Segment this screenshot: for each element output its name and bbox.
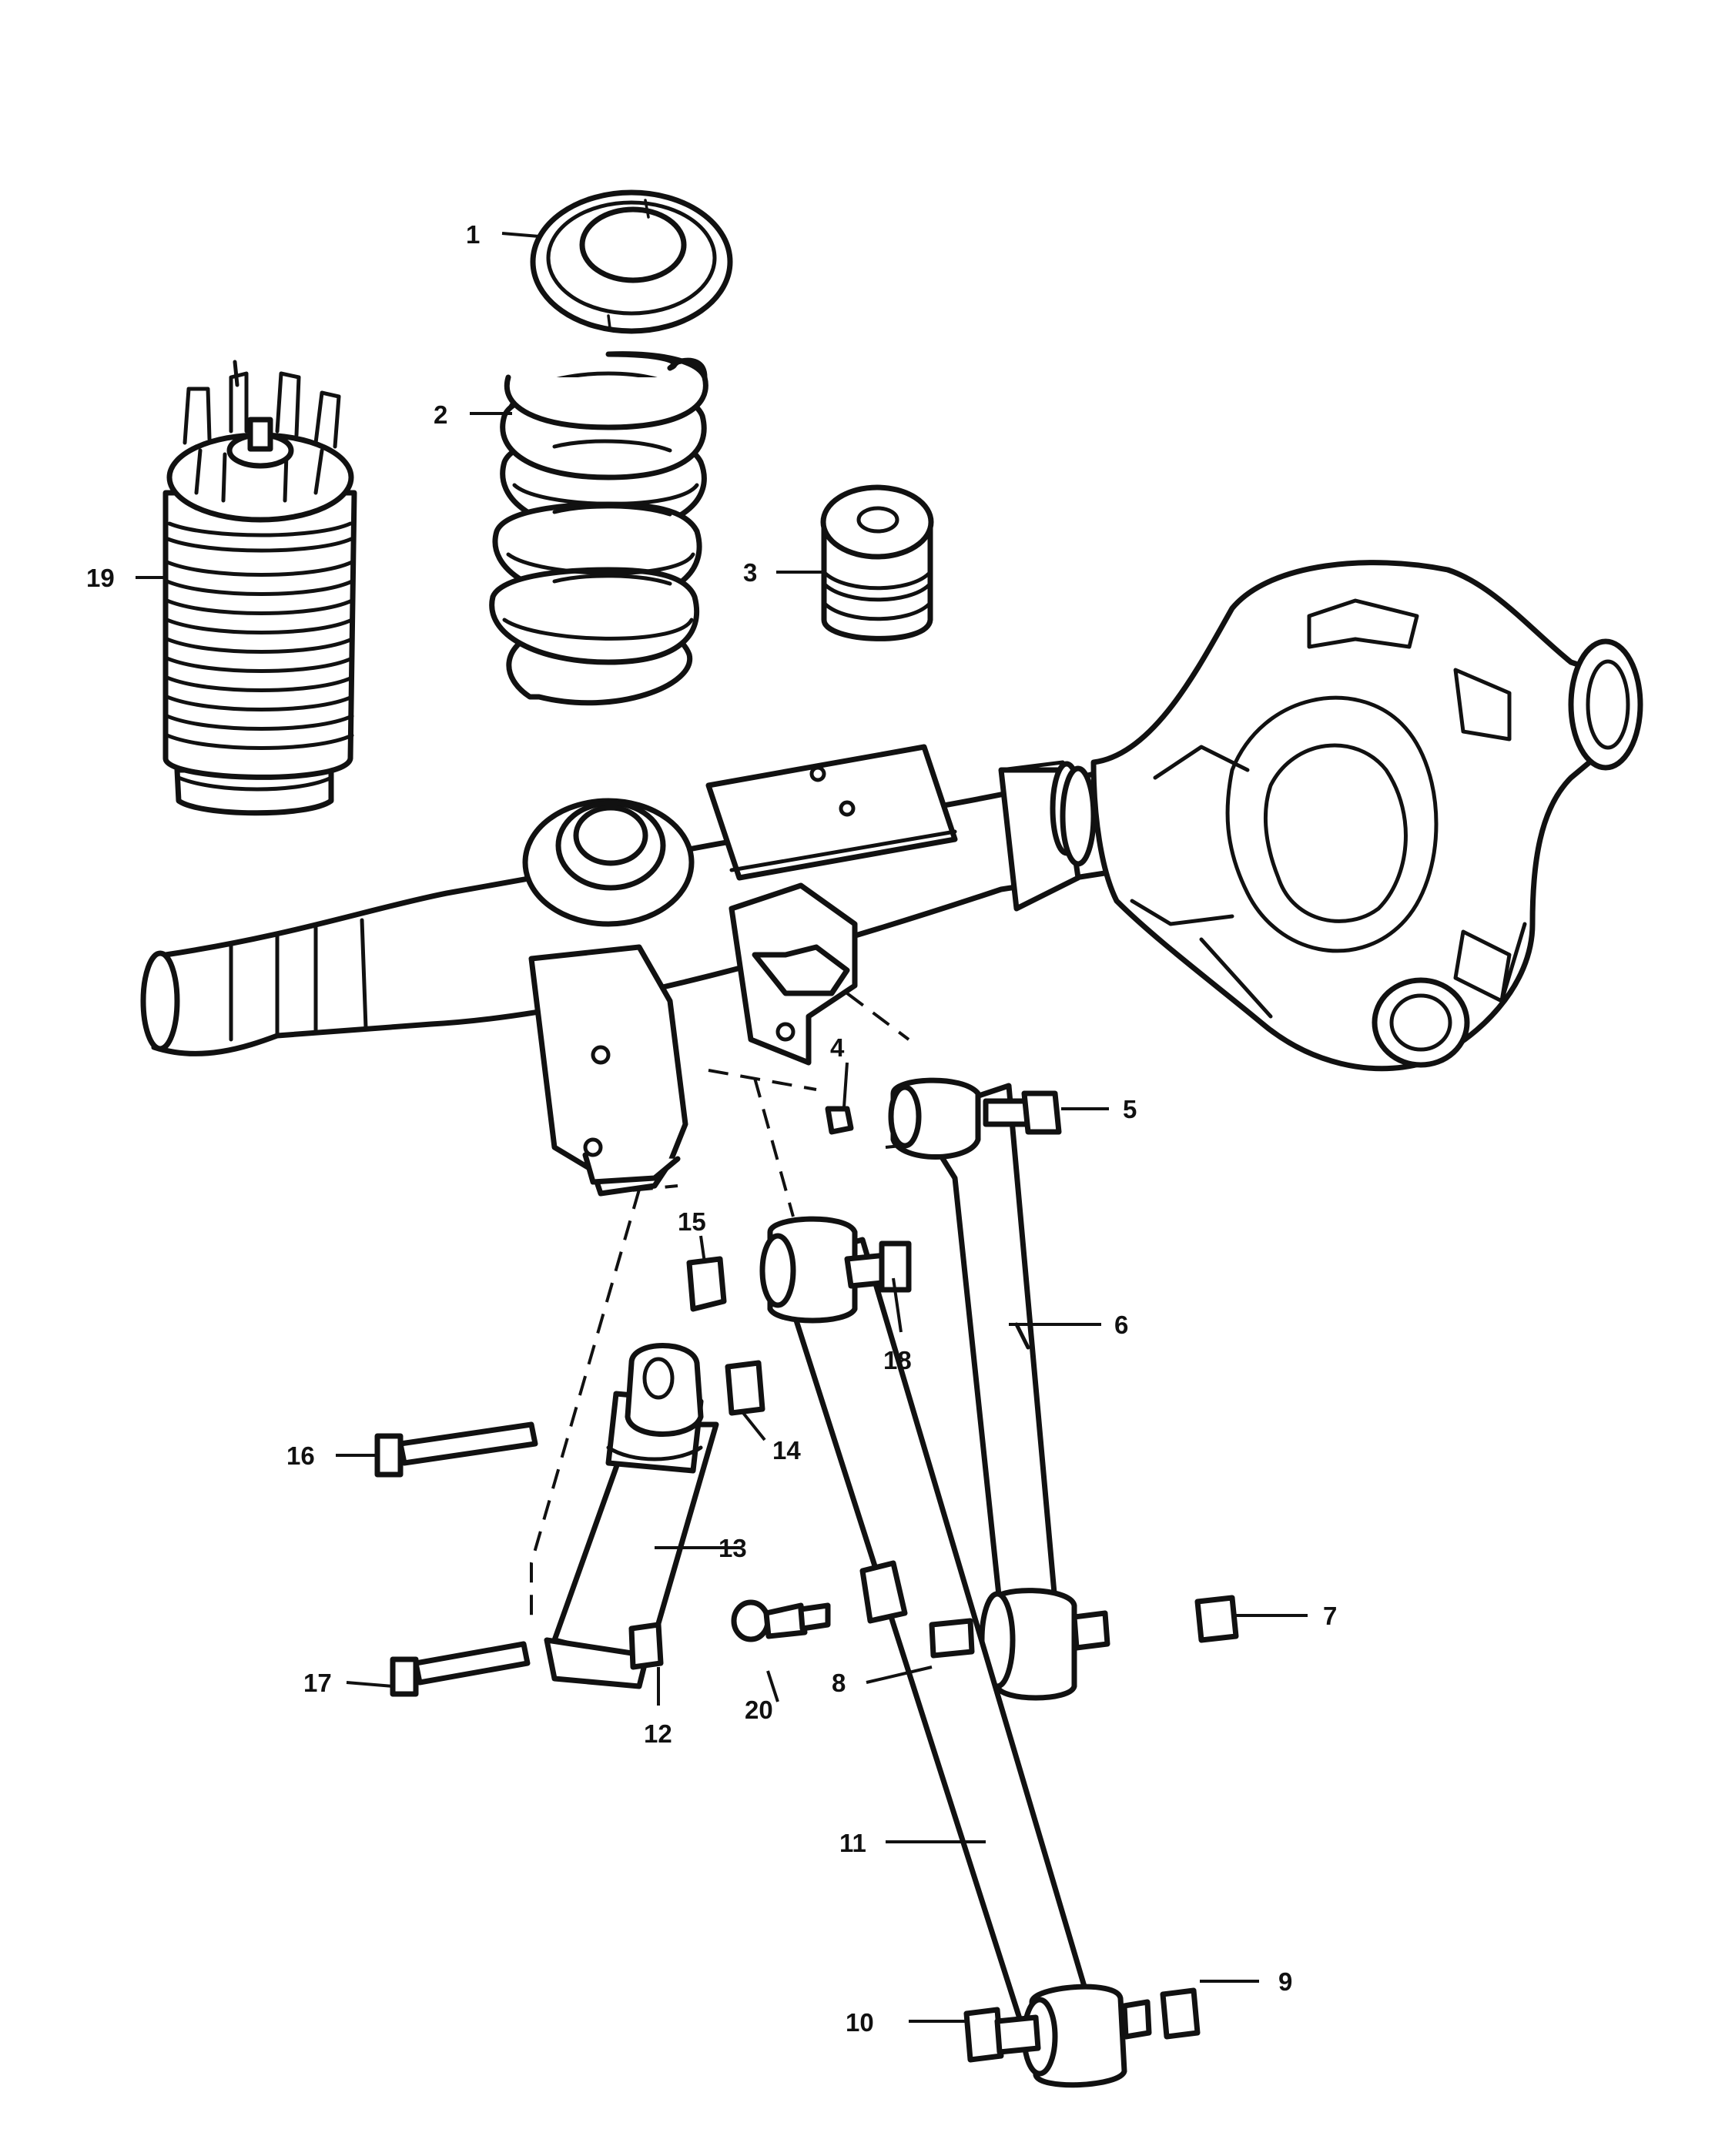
callout-14: 14 (772, 1436, 801, 1465)
leader-lines (136, 232, 1308, 2023)
callout-10: 10 (846, 2008, 874, 2037)
callout-11: 11 (839, 1829, 866, 1857)
coil-spring-part (489, 351, 708, 706)
callout-4: 4 (830, 1033, 845, 1062)
callout-6: 6 (1114, 1311, 1128, 1339)
callout-2: 2 (434, 400, 447, 429)
callout-13: 13 (718, 1534, 747, 1562)
callout-16: 16 (286, 1441, 315, 1470)
callout-7: 7 (1323, 1602, 1337, 1630)
differential-part (1090, 560, 1643, 1072)
callout-8: 8 (832, 1669, 846, 1697)
axle-housing-part (140, 744, 1134, 1197)
upper-control-arm-part (888, 1077, 1077, 1701)
callout-18: 18 (883, 1346, 912, 1374)
callout-19: 19 (86, 564, 115, 592)
spring-isolator-part (530, 189, 733, 334)
callout-9: 9 (1278, 1967, 1292, 1996)
callout-3: 3 (743, 558, 757, 587)
callout-labels: 1 2 3 4 5 6 7 8 9 10 11 12 13 14 15 16 1… (86, 220, 1337, 2037)
hardware-parts (374, 1090, 1239, 2063)
callout-1: 1 (466, 220, 480, 249)
callout-5: 5 (1123, 1095, 1137, 1123)
air-spring-part (162, 360, 357, 816)
callout-15: 15 (678, 1207, 706, 1236)
jounce-bumper-part (820, 484, 934, 641)
callout-17: 17 (303, 1669, 332, 1697)
callout-12: 12 (644, 1719, 672, 1748)
callout-20: 20 (745, 1696, 773, 1724)
